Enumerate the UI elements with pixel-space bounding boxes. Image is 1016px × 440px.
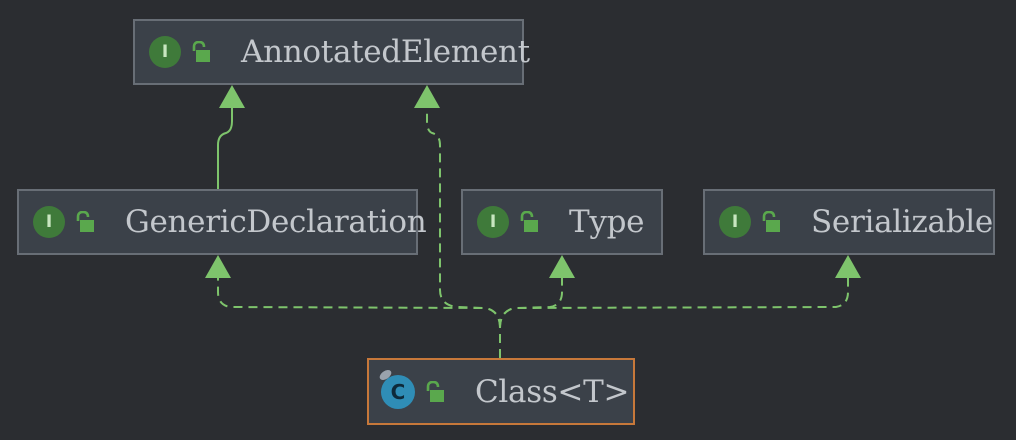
- edge-class-implements-genericdeclaration: [217, 277, 501, 329]
- class-icon: C: [377, 367, 415, 409]
- interface-icon: I: [719, 206, 751, 238]
- node-label: Class<T>: [475, 373, 630, 410]
- arrowhead-type: [549, 255, 575, 278]
- unlocked-padlock-icon: [76, 211, 94, 232]
- node-annotated-element[interactable]: I AnnotatedElement: [133, 19, 530, 85]
- node-label: GenericDeclaration: [125, 204, 427, 240]
- arrowhead-genericdeclaration: [205, 255, 231, 278]
- arrowhead-annotatedelement-right: [414, 85, 440, 108]
- arrowhead-serializable: [835, 255, 861, 278]
- class-badge-letter: C: [390, 379, 406, 404]
- node-class-t[interactable]: C Class<T>: [367, 358, 635, 425]
- arrowhead-annotatedelement-left: [219, 85, 245, 108]
- unlocked-padlock-icon: [520, 211, 538, 232]
- edge-class-implements-serializable: [499, 277, 849, 329]
- unlocked-padlock-icon: [192, 41, 210, 62]
- interface-icon: I: [149, 36, 181, 68]
- node-type[interactable]: I Type: [461, 189, 663, 255]
- node-label: Type: [569, 204, 645, 240]
- interface-icon: I: [33, 206, 65, 238]
- edge-genericdeclaration-extends-annotatedelement: [217, 106, 233, 189]
- node-label: Serializable: [811, 204, 993, 240]
- unlocked-padlock-icon: [762, 211, 780, 232]
- node-label: AnnotatedElement: [241, 34, 530, 70]
- node-serializable[interactable]: I Serializable: [703, 189, 995, 255]
- interface-icon: I: [477, 206, 509, 238]
- edge-class-implements-type: [499, 277, 563, 329]
- unlocked-padlock-icon: [426, 380, 444, 402]
- node-generic-declaration[interactable]: I GenericDeclaration: [17, 189, 427, 255]
